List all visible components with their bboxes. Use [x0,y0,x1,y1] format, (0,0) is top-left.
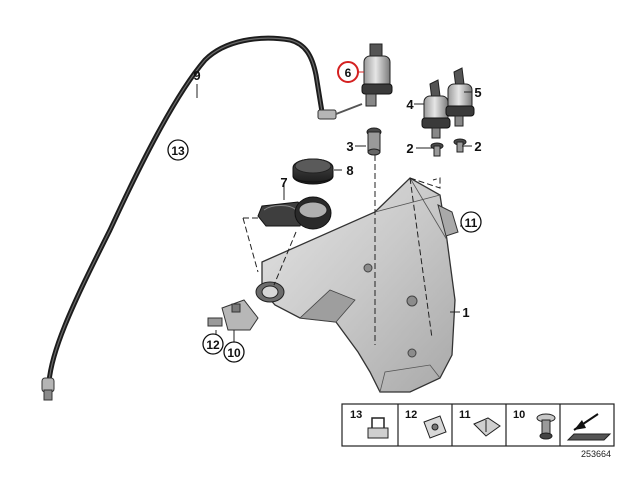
washer-pump-4 [421,79,451,139]
leader-lines [196,71,472,342]
legend-12-label: 12 [405,409,417,421]
filler-neck-7 [257,196,332,230]
clip-12 [207,317,223,327]
legend-11-label: 11 [459,409,471,421]
grommet-2b [453,138,467,153]
clip-nut-icon [423,415,447,439]
callout-5: 5 [474,85,481,100]
callout-2a: 2 [406,141,413,156]
washer-fluid-tank [221,177,459,393]
washer-hose [41,35,363,401]
callout-10: 10 [227,346,241,360]
washer-pump-6 [361,43,393,107]
reference-number: 253664 [581,449,611,459]
filler-cap-8 [292,158,334,185]
callout-1: 1 [462,305,469,320]
callout-11: 11 [465,216,478,230]
legend-strip: 13 12 11 10 253664 [341,403,615,459]
arrow-icon [566,413,612,441]
callout-7: 7 [280,175,287,190]
washer-pump-5 [445,67,475,127]
assembly-lines [242,155,441,345]
grommet-3 [366,127,382,156]
callout-12: 12 [206,338,220,352]
legend-13-label: 13 [350,409,362,421]
callout-2b: 2 [474,139,481,154]
legend-10-label: 10 [513,409,525,421]
expanding-rivet-icon [536,413,556,440]
callout-3: 3 [346,139,353,154]
callout-13: 13 [171,144,185,158]
grommet-2a [430,142,444,157]
callout-4: 4 [406,97,414,112]
spring-nut-icon [473,417,501,437]
hose-clip-icon [367,417,389,439]
callout-6: 6 [345,66,352,80]
callout-9: 9 [193,68,200,83]
callout-8: 8 [346,163,353,178]
callout-labels: 9 13 6 4 5 3 2 2 8 7 11 1 12 10 [167,61,482,363]
